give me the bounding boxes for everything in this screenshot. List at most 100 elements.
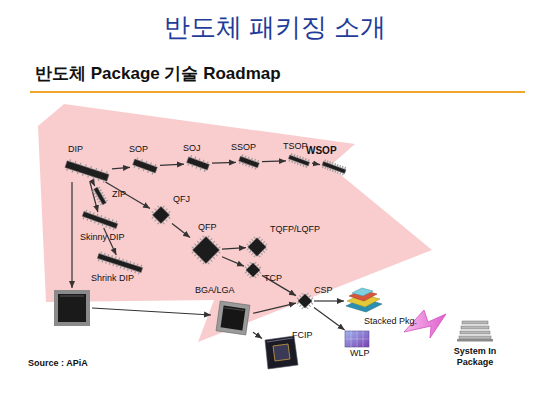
package-pin: [339, 172, 341, 175]
package-icon: [344, 330, 370, 348]
package-pin: [254, 262, 257, 265]
package-pin: [245, 271, 248, 274]
package-body: [82, 211, 118, 228]
package-pin: [212, 256, 215, 259]
package-icon: [186, 155, 210, 173]
stack-layer: [462, 321, 488, 324]
package-pin: [210, 238, 213, 241]
package-pin: [246, 248, 249, 251]
package-pin: [105, 200, 108, 202]
package-rim: [216, 301, 250, 335]
package-node: SOP: [130, 157, 160, 175]
package-pin: [95, 195, 98, 197]
package-pin: [94, 193, 97, 195]
package-label: SOJ: [183, 143, 201, 154]
package-pin: [265, 243, 268, 246]
package-label: ZIP: [112, 189, 126, 200]
package-pin: [133, 262, 135, 265]
package-pin: [308, 304, 311, 307]
package-node: WLP: [344, 330, 370, 348]
package-pin: [342, 166, 344, 169]
package-icon: [455, 318, 495, 342]
package-icon: [62, 160, 112, 182]
package-pin: [239, 161, 241, 164]
package-pin: [154, 219, 157, 222]
package-pin: [218, 246, 221, 249]
package-pin: [305, 158, 307, 161]
package-pin: [253, 236, 256, 239]
package-pin: [242, 162, 244, 165]
package-pin: [300, 163, 302, 166]
package-pin: [145, 161, 147, 164]
package-node: TCP: [244, 261, 262, 279]
stack-layer: [461, 326, 489, 329]
package-body: [345, 331, 369, 347]
package-pin: [251, 158, 253, 161]
package-pin: [288, 159, 290, 162]
package-pin: [157, 205, 160, 208]
package-pin: [254, 276, 257, 279]
package-pin: [249, 250, 252, 253]
package-pin: [207, 161, 209, 164]
package-icon: [81, 209, 118, 231]
package-label: Skinny DIP: [80, 232, 125, 243]
package-label: TQFP/LQFP: [270, 224, 320, 235]
package-icon: [244, 234, 271, 261]
package-icon: [188, 232, 223, 267]
package-pin: [196, 166, 198, 169]
package-node: WSOP: [320, 160, 348, 175]
package-body: [288, 155, 309, 166]
package-pin: [134, 271, 136, 274]
package-icon: [54, 290, 90, 326]
package-pin: [190, 155, 192, 158]
package-pin: [255, 167, 257, 170]
package-pin: [150, 162, 152, 165]
package-pin: [301, 307, 304, 310]
connector-line: [92, 308, 211, 315]
package-node: DIP: [62, 160, 112, 182]
package-pin: [249, 262, 252, 265]
package-pin: [204, 169, 206, 172]
package-icon: [213, 298, 253, 338]
package-pin: [248, 157, 250, 160]
package-rim: [54, 290, 90, 326]
package-icon: [190, 234, 222, 266]
package-node: CSP: [296, 292, 314, 310]
grid-line: [345, 339, 369, 340]
package-pin: [162, 222, 165, 225]
package-node: QFJ: [150, 204, 172, 226]
package-label: SSOP: [231, 142, 256, 153]
package-pin: [241, 154, 243, 157]
package-pin: [90, 166, 92, 169]
package-node: TQFP/LQFP: [246, 236, 268, 258]
package-pin: [258, 255, 261, 258]
package-pin: [207, 235, 210, 238]
package-node: FCIP: [262, 334, 300, 370]
package-body: [193, 237, 220, 264]
connector-arrow: [253, 332, 262, 338]
package-pin: [215, 254, 218, 257]
package-pin: [248, 165, 250, 168]
package-icon: [244, 261, 262, 279]
package-pin: [154, 208, 157, 211]
package-pin: [115, 221, 117, 224]
package-label: QFP: [198, 222, 217, 233]
package-icon: [238, 154, 260, 170]
package-pin: [113, 228, 115, 231]
package-pin: [103, 180, 105, 183]
package-pin: [136, 157, 138, 160]
package-icon: [80, 212, 120, 228]
package-pin: [187, 163, 189, 166]
package-icon: [92, 186, 108, 206]
package-pin: [112, 219, 114, 222]
package-pin: [194, 254, 197, 257]
package-label: DIP: [68, 144, 83, 155]
package-pin: [324, 166, 326, 169]
package-pin: [311, 302, 314, 305]
package-pin: [301, 293, 304, 296]
package-pin: [92, 177, 94, 180]
package-label: BGA/LGA: [195, 285, 235, 296]
package-pin: [293, 154, 295, 157]
package-pin: [202, 235, 205, 238]
